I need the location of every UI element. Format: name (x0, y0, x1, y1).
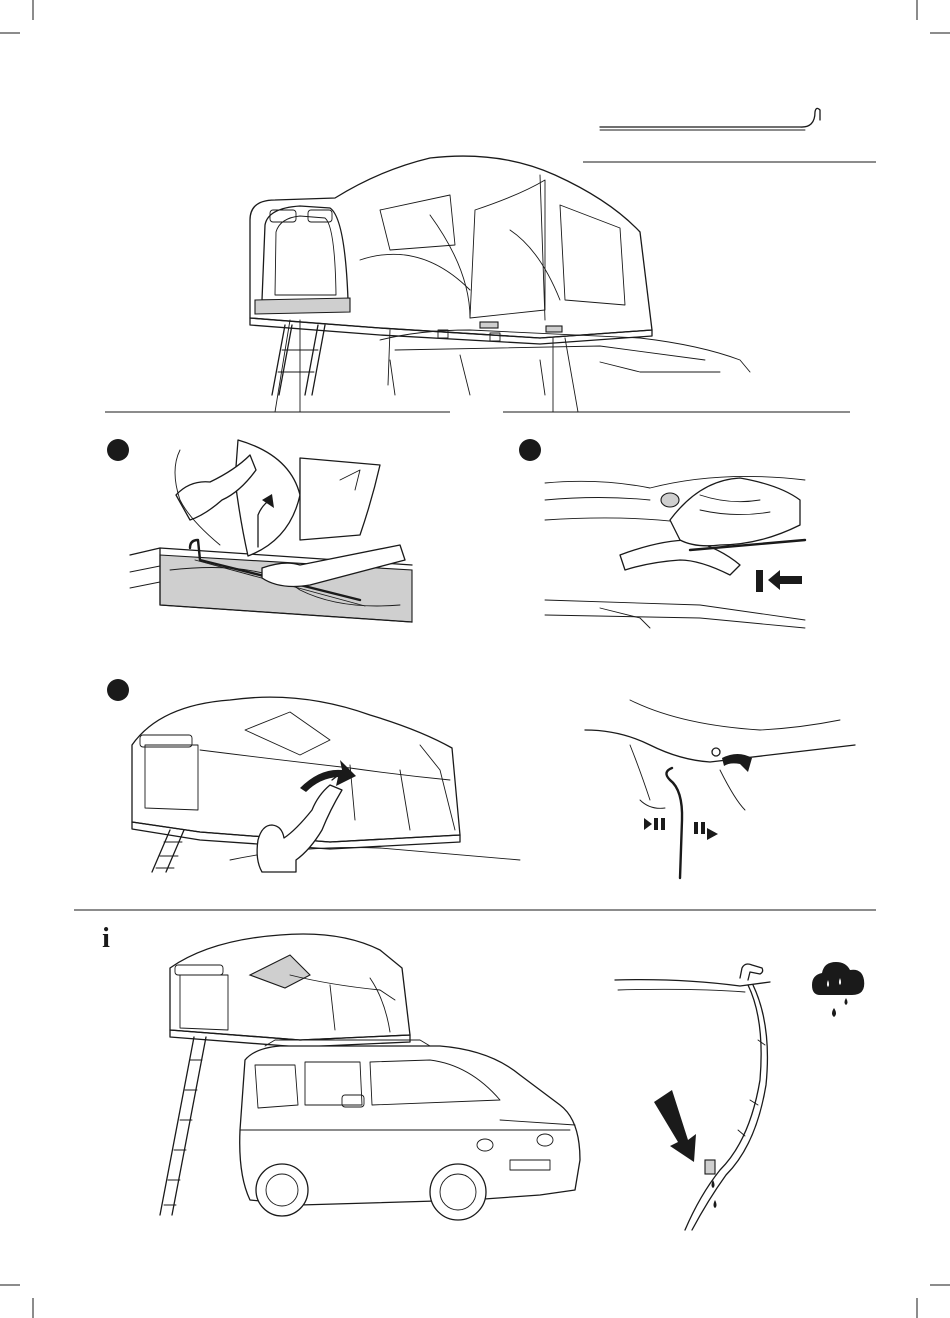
rain-cloud-icon (812, 962, 864, 1017)
rain-drip-detail (615, 964, 770, 1230)
